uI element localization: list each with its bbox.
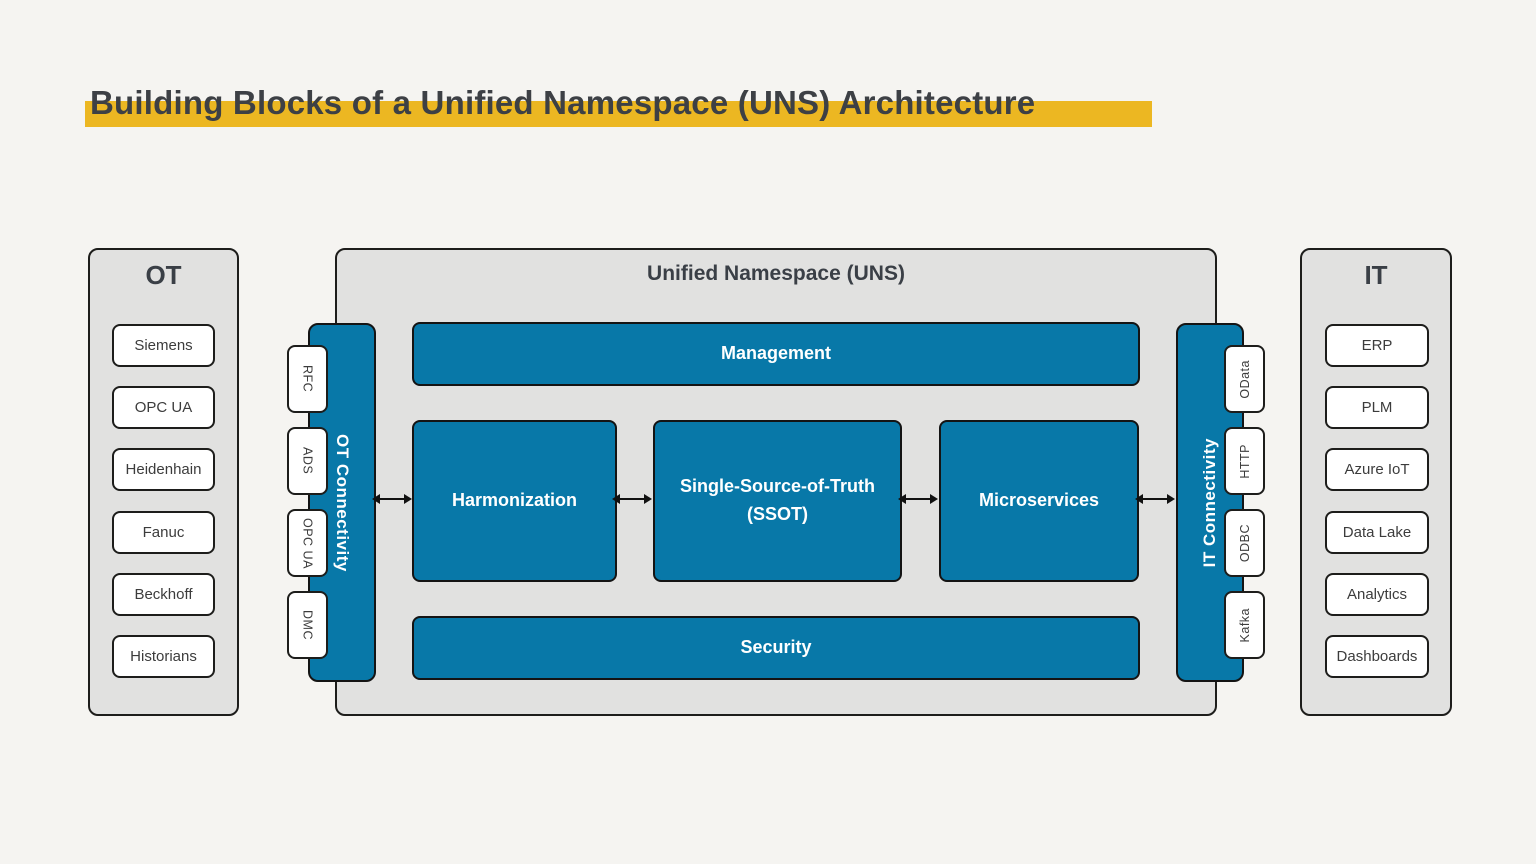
- ot-connectivity-label: OT Connectivity: [333, 433, 352, 572]
- it-item-dashboards: Dashboards: [1325, 635, 1429, 678]
- management-label: Management: [720, 343, 832, 364]
- it-panel: IT ERP PLM Azure IoT Data Lake Analytics…: [1300, 248, 1452, 716]
- it-panel-title: IT: [1364, 260, 1388, 290]
- it-protocol-tab-odata: OData: [1224, 345, 1265, 413]
- it-protocol-label-odbc: ODBC: [1237, 523, 1252, 563]
- it-item-analytics: Analytics: [1325, 573, 1429, 616]
- it-protocol-tab-http: HTTP: [1224, 427, 1265, 495]
- ssot-block: Single-Source-of-Truth (SSOT): [653, 420, 902, 582]
- harmonization-block: Harmonization: [412, 420, 617, 582]
- microservices-block: Microservices: [939, 420, 1139, 582]
- microservices-label: Microservices: [978, 490, 1100, 511]
- ot-protocol-label-rfc: RFC: [300, 365, 315, 393]
- ot-item-fanuc: Fanuc: [112, 511, 215, 554]
- arrow-otbar-harmonization: [372, 494, 412, 504]
- ssot-label-line2: (SSOT): [747, 504, 808, 524]
- it-protocol-label-http: HTTP: [1237, 443, 1252, 479]
- ot-protocol-tab-dmc: DMC: [287, 591, 328, 659]
- arrow-ssot-microservices: [898, 494, 938, 504]
- it-item-data-lake: Data Lake: [1325, 511, 1429, 554]
- ot-protocol-tab-ads: ADS: [287, 427, 328, 495]
- page-title: Building Blocks of a Unified Namespace (…: [90, 84, 1036, 121]
- ot-protocol-tab-rfc: RFC: [287, 345, 328, 413]
- it-item-plm: PLM: [1325, 386, 1429, 429]
- ot-item-heidenhain: Heidenhain: [112, 448, 215, 491]
- it-protocol-tab-kafka: Kafka: [1224, 591, 1265, 659]
- it-protocol-label-odata: OData: [1237, 359, 1252, 399]
- ot-protocol-label-opc-ua: OPC UA: [300, 517, 315, 569]
- ot-item-opc-ua: OPC UA: [112, 386, 215, 429]
- ot-item-historians: Historians: [112, 635, 215, 678]
- it-item-azure-iot: Azure IoT: [1325, 448, 1429, 491]
- uns-panel-title: Unified Namespace (UNS): [647, 262, 905, 285]
- it-connectivity-label: IT Connectivity: [1200, 437, 1219, 568]
- ot-item-beckhoff: Beckhoff: [112, 573, 215, 616]
- ot-panel: OT Siemens OPC UA Heidenhain Fanuc Beckh…: [88, 248, 239, 716]
- ot-protocol-label-dmc: DMC: [300, 610, 315, 640]
- ot-panel-title: OT: [145, 260, 182, 290]
- it-protocol-tab-odbc: ODBC: [1224, 509, 1265, 577]
- security-block: Security: [412, 616, 1140, 680]
- ot-protocol-label-ads: ADS: [300, 447, 315, 475]
- ssot-label-line1: Single-Source-of-Truth: [680, 476, 875, 497]
- management-block: Management: [412, 322, 1140, 386]
- it-item-erp: ERP: [1325, 324, 1429, 367]
- ot-item-siemens: Siemens: [112, 324, 215, 367]
- ot-protocol-tab-opc-ua: OPC UA: [287, 509, 328, 577]
- security-label: Security: [740, 637, 812, 658]
- title-highlight: [85, 101, 1152, 127]
- arrow-harmonization-ssot: [612, 494, 652, 504]
- arrow-microservices-itbar: [1135, 494, 1175, 504]
- harmonization-label: Harmonization: [451, 490, 577, 511]
- it-protocol-label-kafka: Kafka: [1237, 607, 1252, 643]
